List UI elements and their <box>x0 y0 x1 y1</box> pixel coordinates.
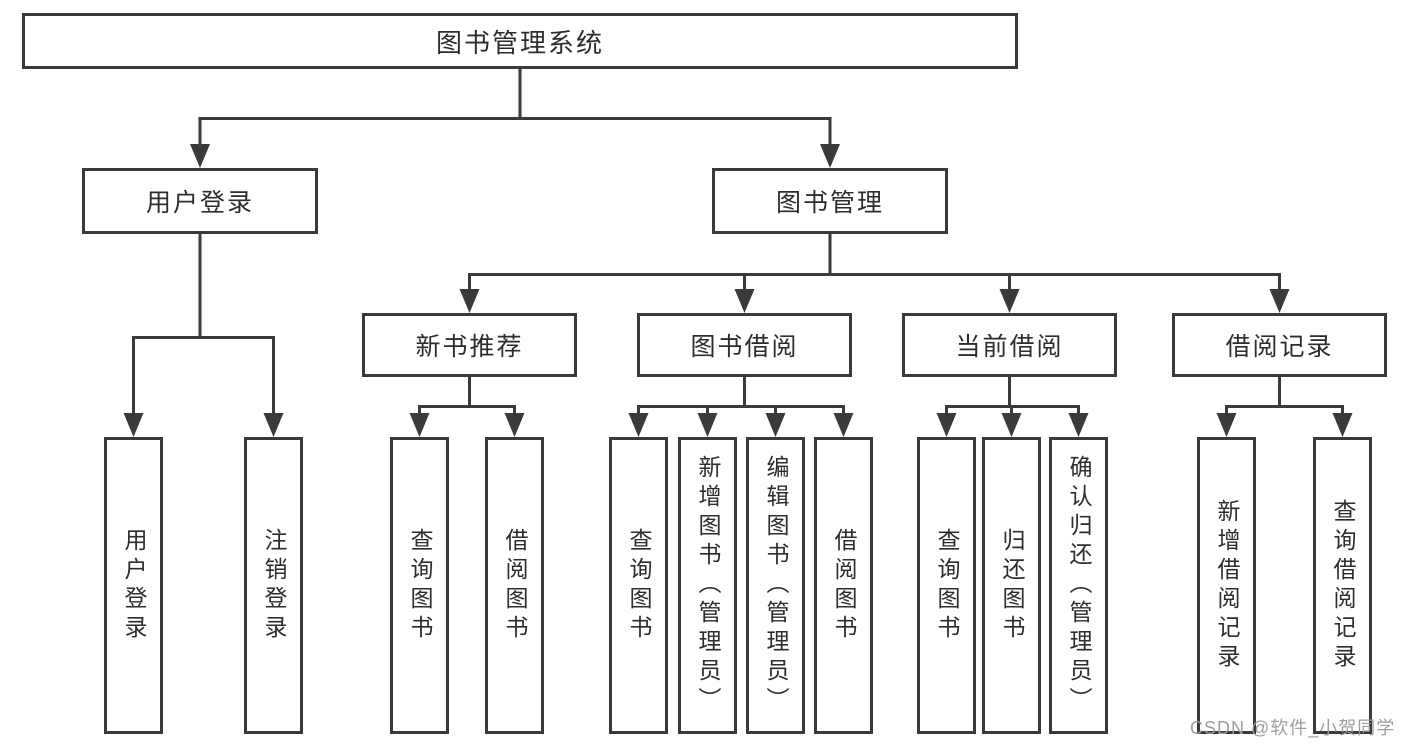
leaf-add-book-admin: 新增图书（管理员） <box>678 437 737 734</box>
node-new-book-recommend: 新书推荐 <box>362 313 577 377</box>
node-label: 用户登录 <box>145 189 254 217</box>
node-borrow-records: 借阅记录 <box>1172 313 1387 377</box>
leaf-logout: 注销登录 <box>244 437 303 734</box>
node-label: 图书管理 <box>775 189 884 217</box>
leaf-borrow-books-recommend: 借阅图书 <box>485 437 544 734</box>
leaf-label: 查询图书 <box>626 527 652 644</box>
leaf-query-borrow-record: 查询借阅记录 <box>1313 437 1372 734</box>
leaf-label: 注销登录 <box>261 527 287 644</box>
leaf-label: 借阅图书 <box>831 527 857 644</box>
node-book-borrow: 图书借阅 <box>637 313 852 377</box>
node-label: 新书推荐 <box>415 333 524 361</box>
leaf-user-login: 用户登录 <box>104 437 163 734</box>
leaf-query-books-current: 查询图书 <box>917 437 976 734</box>
node-root: 图书管理系统 <box>22 13 1018 69</box>
leaf-add-borrow-record: 新增借阅记录 <box>1197 437 1256 734</box>
watermark: CSDN @软件_小贺同学 <box>1190 718 1396 738</box>
leaf-label: 新增图书（管理员） <box>695 455 721 716</box>
leaf-label: 用户登录 <box>121 527 147 644</box>
leaf-return-book: 归还图书 <box>982 437 1041 734</box>
leaf-confirm-return-admin: 确认归还（管理员） <box>1049 437 1108 734</box>
leaf-label: 借阅图书 <box>502 527 528 644</box>
leaf-query-books-recommend: 查询图书 <box>390 437 449 734</box>
leaf-label: 编辑图书（管理员） <box>763 455 789 716</box>
node-label: 图书借阅 <box>690 333 799 361</box>
leaf-label: 确认归还（管理员） <box>1066 455 1092 716</box>
node-book-management: 图书管理 <box>712 168 948 234</box>
leaf-label: 查询图书 <box>407 527 433 644</box>
leaf-edit-book-admin: 编辑图书（管理员） <box>746 437 805 734</box>
leaf-label: 归还图书 <box>999 527 1025 644</box>
leaf-query-books-borrow: 查询图书 <box>609 437 668 734</box>
node-user-login: 用户登录 <box>82 168 318 234</box>
node-current-borrow: 当前借阅 <box>902 313 1117 377</box>
leaf-label: 新增借阅记录 <box>1214 498 1240 673</box>
leaf-label: 查询借阅记录 <box>1330 498 1356 673</box>
node-label: 图书管理系统 <box>435 27 604 58</box>
node-label: 当前借阅 <box>955 333 1064 361</box>
node-label: 借阅记录 <box>1225 333 1334 361</box>
leaf-label: 查询图书 <box>934 527 960 644</box>
leaf-borrow-books: 借阅图书 <box>814 437 873 734</box>
